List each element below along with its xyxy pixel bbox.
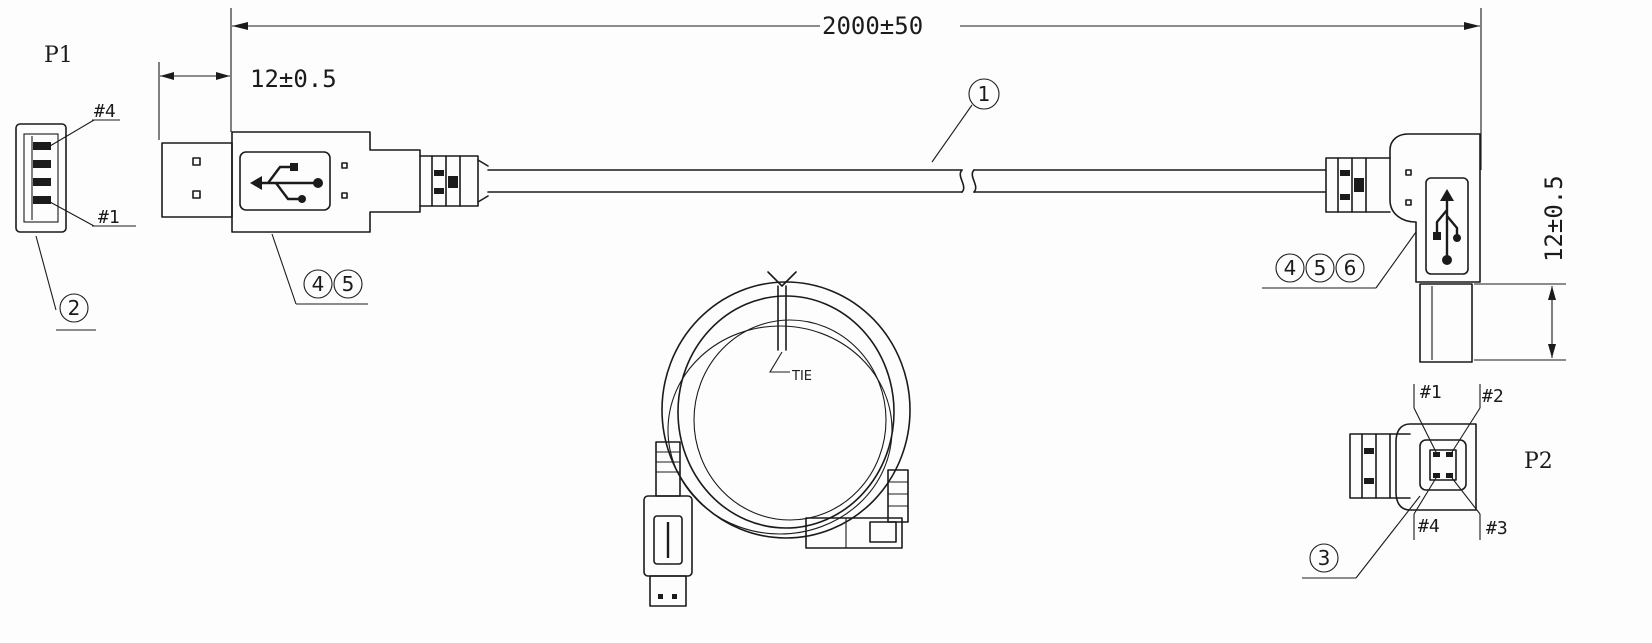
overall-length-value: 2000±50 (822, 12, 923, 40)
p1-label: P1 (44, 43, 73, 68)
p2-pin-1-label: #1 (1420, 382, 1442, 403)
overall-length-dimension (230, 8, 1482, 170)
usb-a-plug (161, 131, 489, 233)
callout-45-leader (271, 233, 297, 305)
plug-a-length-value: 12±0.5 (250, 65, 337, 93)
p2-label: P2 (1524, 449, 1553, 474)
usb-logo-icon (250, 163, 323, 203)
usb-b-right-angle-plug (1325, 133, 1481, 363)
p2-plug-end-view (1349, 384, 1481, 540)
callout-4-number: 4 (312, 272, 325, 296)
callout-1-bubble (968, 78, 1000, 110)
callout-4-bubble (303, 269, 333, 299)
callout-b4-bubble (1275, 253, 1305, 283)
callout-b4-number: 4 (1284, 256, 1297, 280)
p1-pin-4-label: #4 (94, 101, 116, 122)
callout-5-number: 5 (342, 272, 355, 296)
callout-2-number: 2 (68, 296, 81, 320)
callout-b5-number: 5 (1314, 256, 1327, 280)
callout-b5-bubble (1305, 253, 1335, 283)
p2-pin-3-label: #3 (1486, 518, 1508, 539)
callout-3-leader (1355, 495, 1421, 579)
plug-b-length-value: 12±0.5 (1540, 175, 1568, 262)
callout-b6-number: 6 (1344, 256, 1357, 280)
plug-a-length-dimension (158, 62, 230, 140)
callout-3-bubble (1309, 543, 1339, 573)
callout-2-bubble (59, 293, 89, 323)
coiled-cable-view (643, 271, 911, 607)
cable (487, 169, 1326, 193)
callout-5-bubble (333, 269, 363, 299)
callout-3-number: 3 (1318, 546, 1331, 570)
callout-456-leader (1375, 231, 1417, 289)
callout-1-leader (931, 104, 973, 163)
tie-label: TIE (791, 369, 812, 384)
callout-1-number: 1 (978, 82, 991, 106)
p2-pin-2-label: #2 (1482, 386, 1504, 407)
p1-receptacle-view (15, 119, 136, 233)
p1-pin-1-label: #1 (98, 207, 120, 228)
callout-b6-bubble (1335, 253, 1365, 283)
p2-pin-4-label: #4 (1418, 516, 1440, 537)
callout-2-leader (35, 235, 57, 311)
usb-b-logo-icon (1433, 189, 1461, 265)
plug-b-length-dimension (1474, 283, 1566, 361)
